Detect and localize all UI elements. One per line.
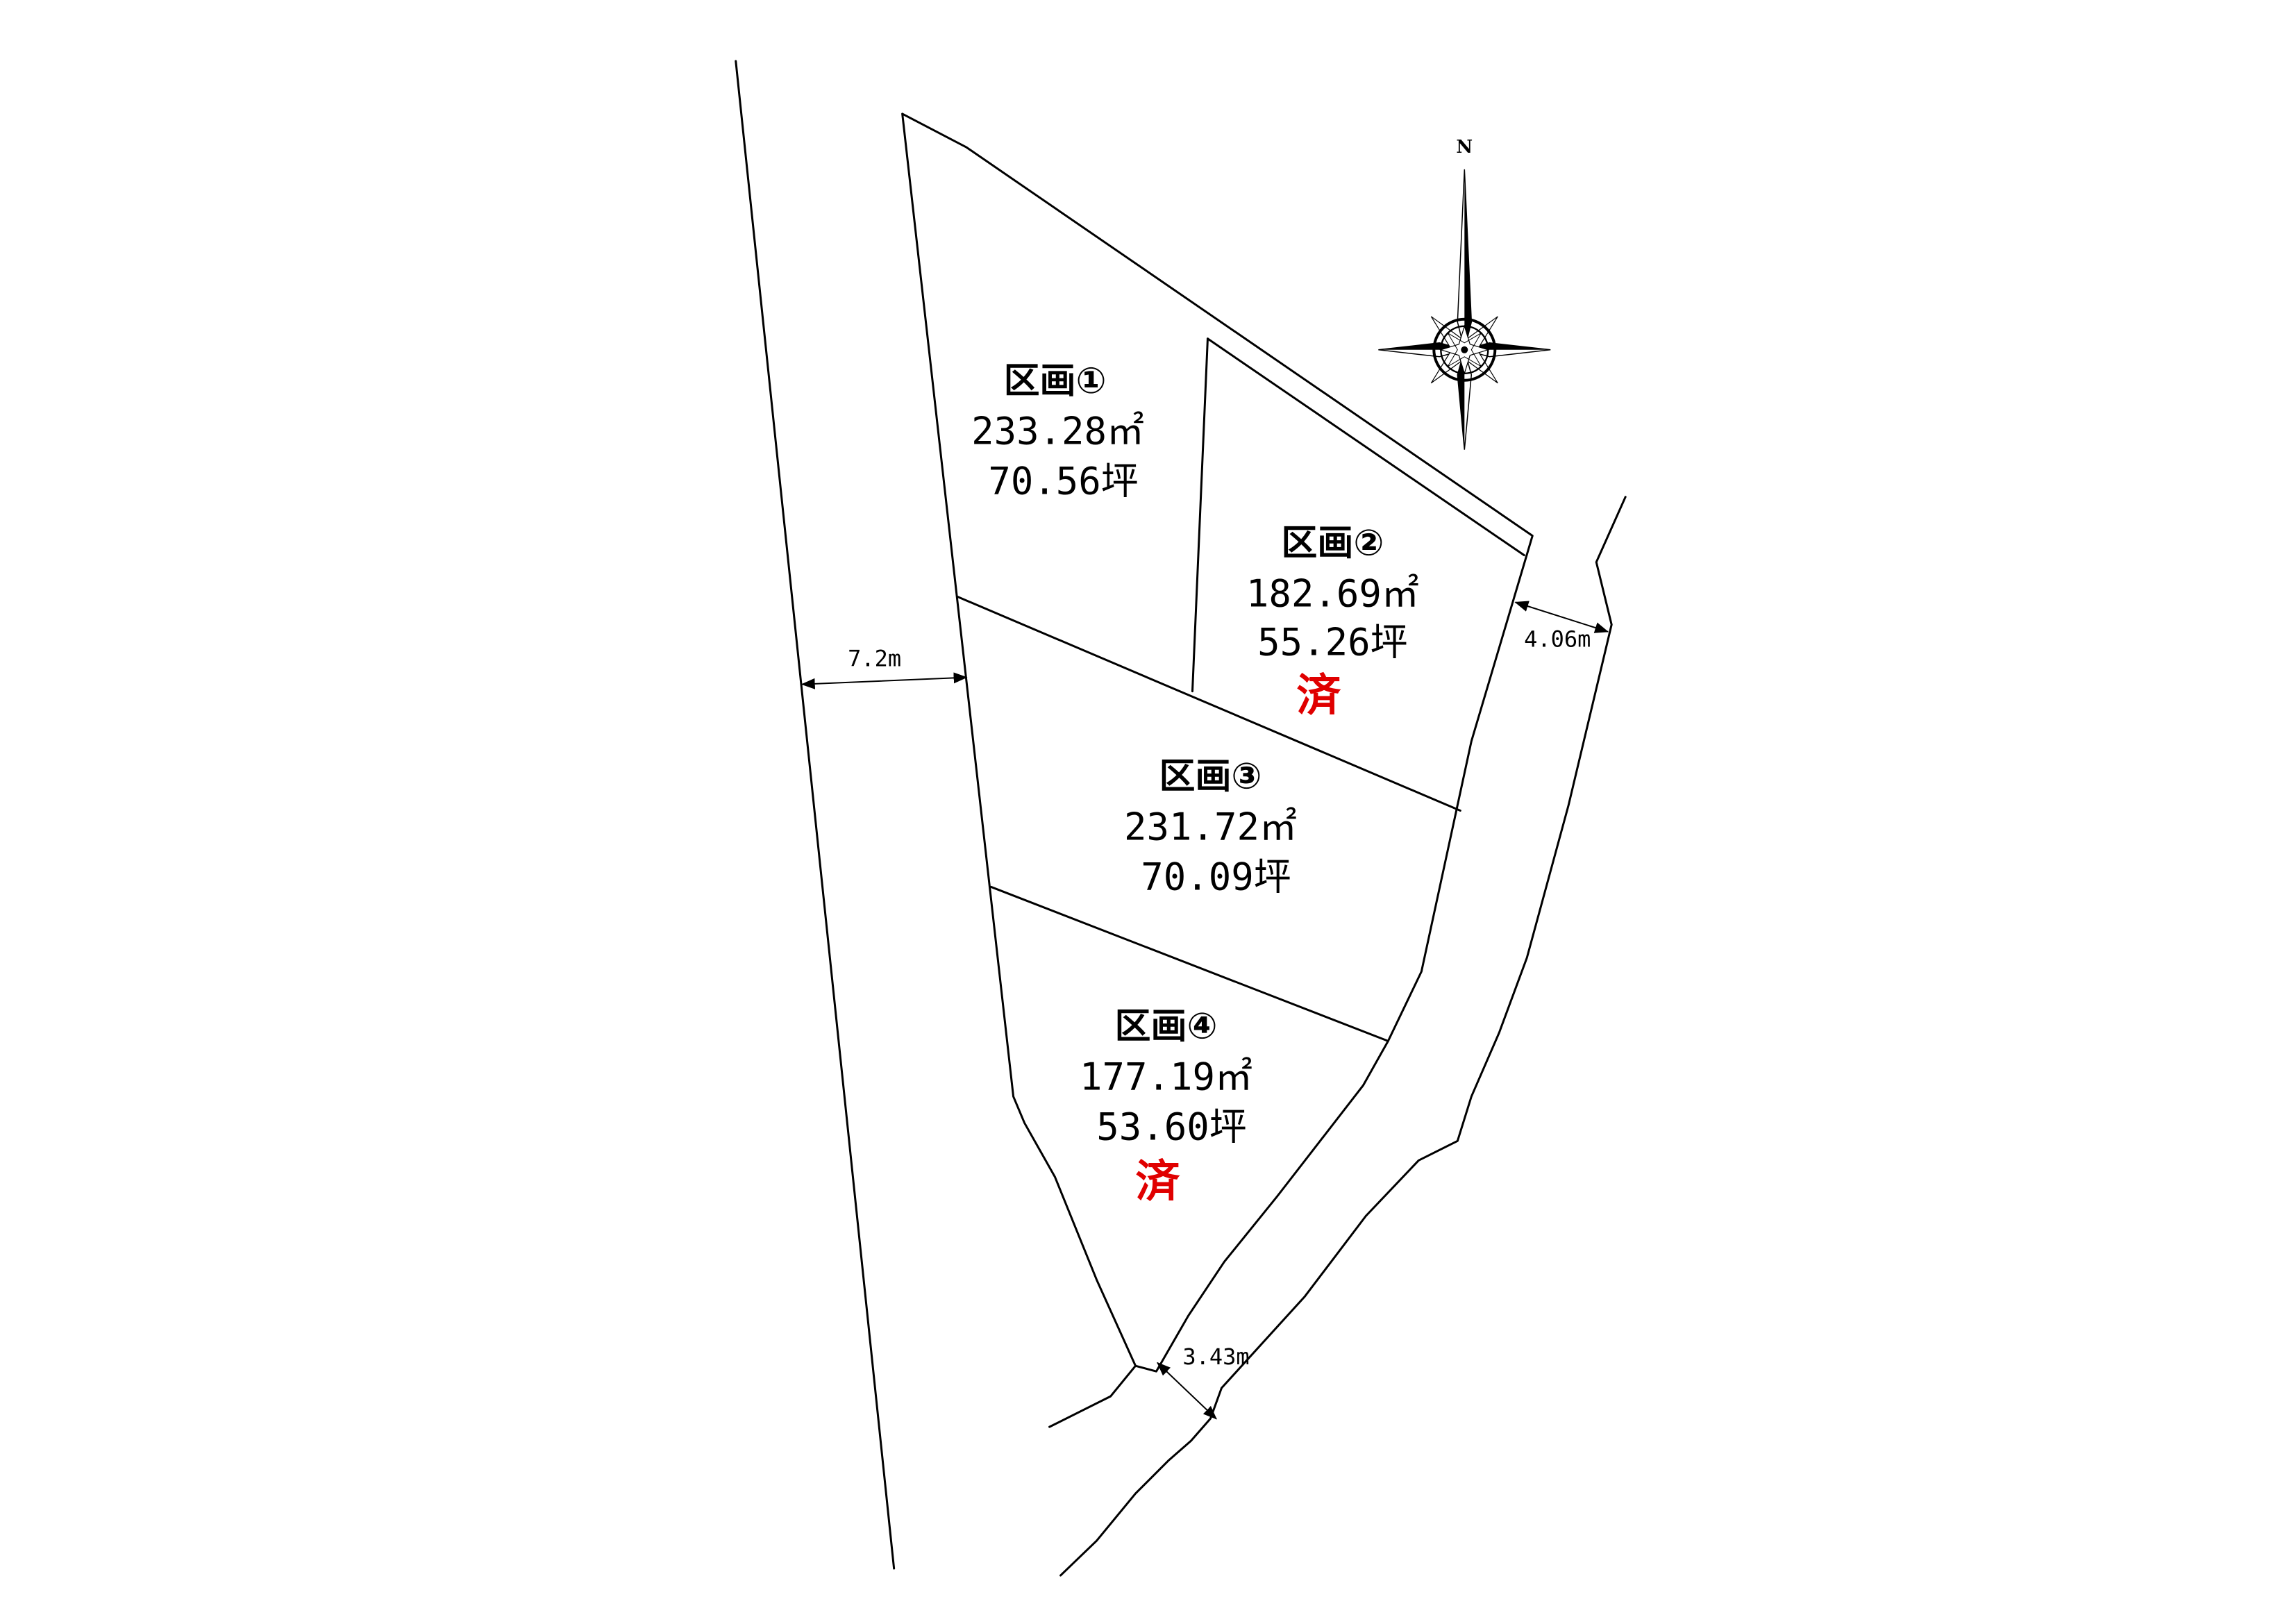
lot1-area-m2: 233.28㎡ bbox=[971, 410, 1144, 453]
south-road-dimension bbox=[1157, 1363, 1216, 1418]
north-arrow-icon: N bbox=[1378, 137, 1550, 450]
lot2-area-tsubo: 55.26坪 bbox=[1257, 621, 1407, 664]
lot4-area-m2: 177.19㎡ bbox=[1080, 1055, 1252, 1098]
lot1-label: 区画① bbox=[1004, 360, 1107, 402]
divider-3-4 bbox=[991, 887, 1389, 1041]
site-boundary bbox=[903, 114, 1533, 1371]
west-road-edge bbox=[736, 61, 894, 1568]
lot2-area-m2: 182.69㎡ bbox=[1246, 572, 1419, 616]
lot2-access-strip bbox=[1207, 339, 1524, 555]
east-road-edge bbox=[1061, 497, 1626, 1575]
lot1-area-tsubo: 70.56坪 bbox=[988, 460, 1138, 503]
lot4-sold-mark: 済 bbox=[1136, 1156, 1180, 1207]
west-road-dimension bbox=[803, 672, 966, 689]
lot3-area-m2: 231.72㎡ bbox=[1124, 805, 1297, 848]
lot3-area-tsubo: 70.09坪 bbox=[1141, 855, 1291, 898]
lot2-sold-mark: 済 bbox=[1296, 671, 1341, 722]
west-road-width-label: 7.2m bbox=[848, 646, 901, 672]
south-road-edge bbox=[1050, 1366, 1136, 1427]
lot2-west-boundary bbox=[1192, 339, 1207, 692]
lot3-label: 区画③ bbox=[1159, 756, 1262, 798]
east-road-width-label: 4.06m bbox=[1524, 626, 1591, 653]
south-road-width-label: 3.43m bbox=[1182, 1343, 1249, 1370]
north-label: N bbox=[1456, 137, 1473, 158]
lot4-area-tsubo: 53.60坪 bbox=[1096, 1105, 1246, 1148]
lot4-label: 区画④ bbox=[1115, 1005, 1218, 1047]
divider-1-3 bbox=[958, 597, 1461, 811]
lot2-label: 区画② bbox=[1281, 523, 1384, 564]
east-road-dimension bbox=[1516, 601, 1607, 633]
